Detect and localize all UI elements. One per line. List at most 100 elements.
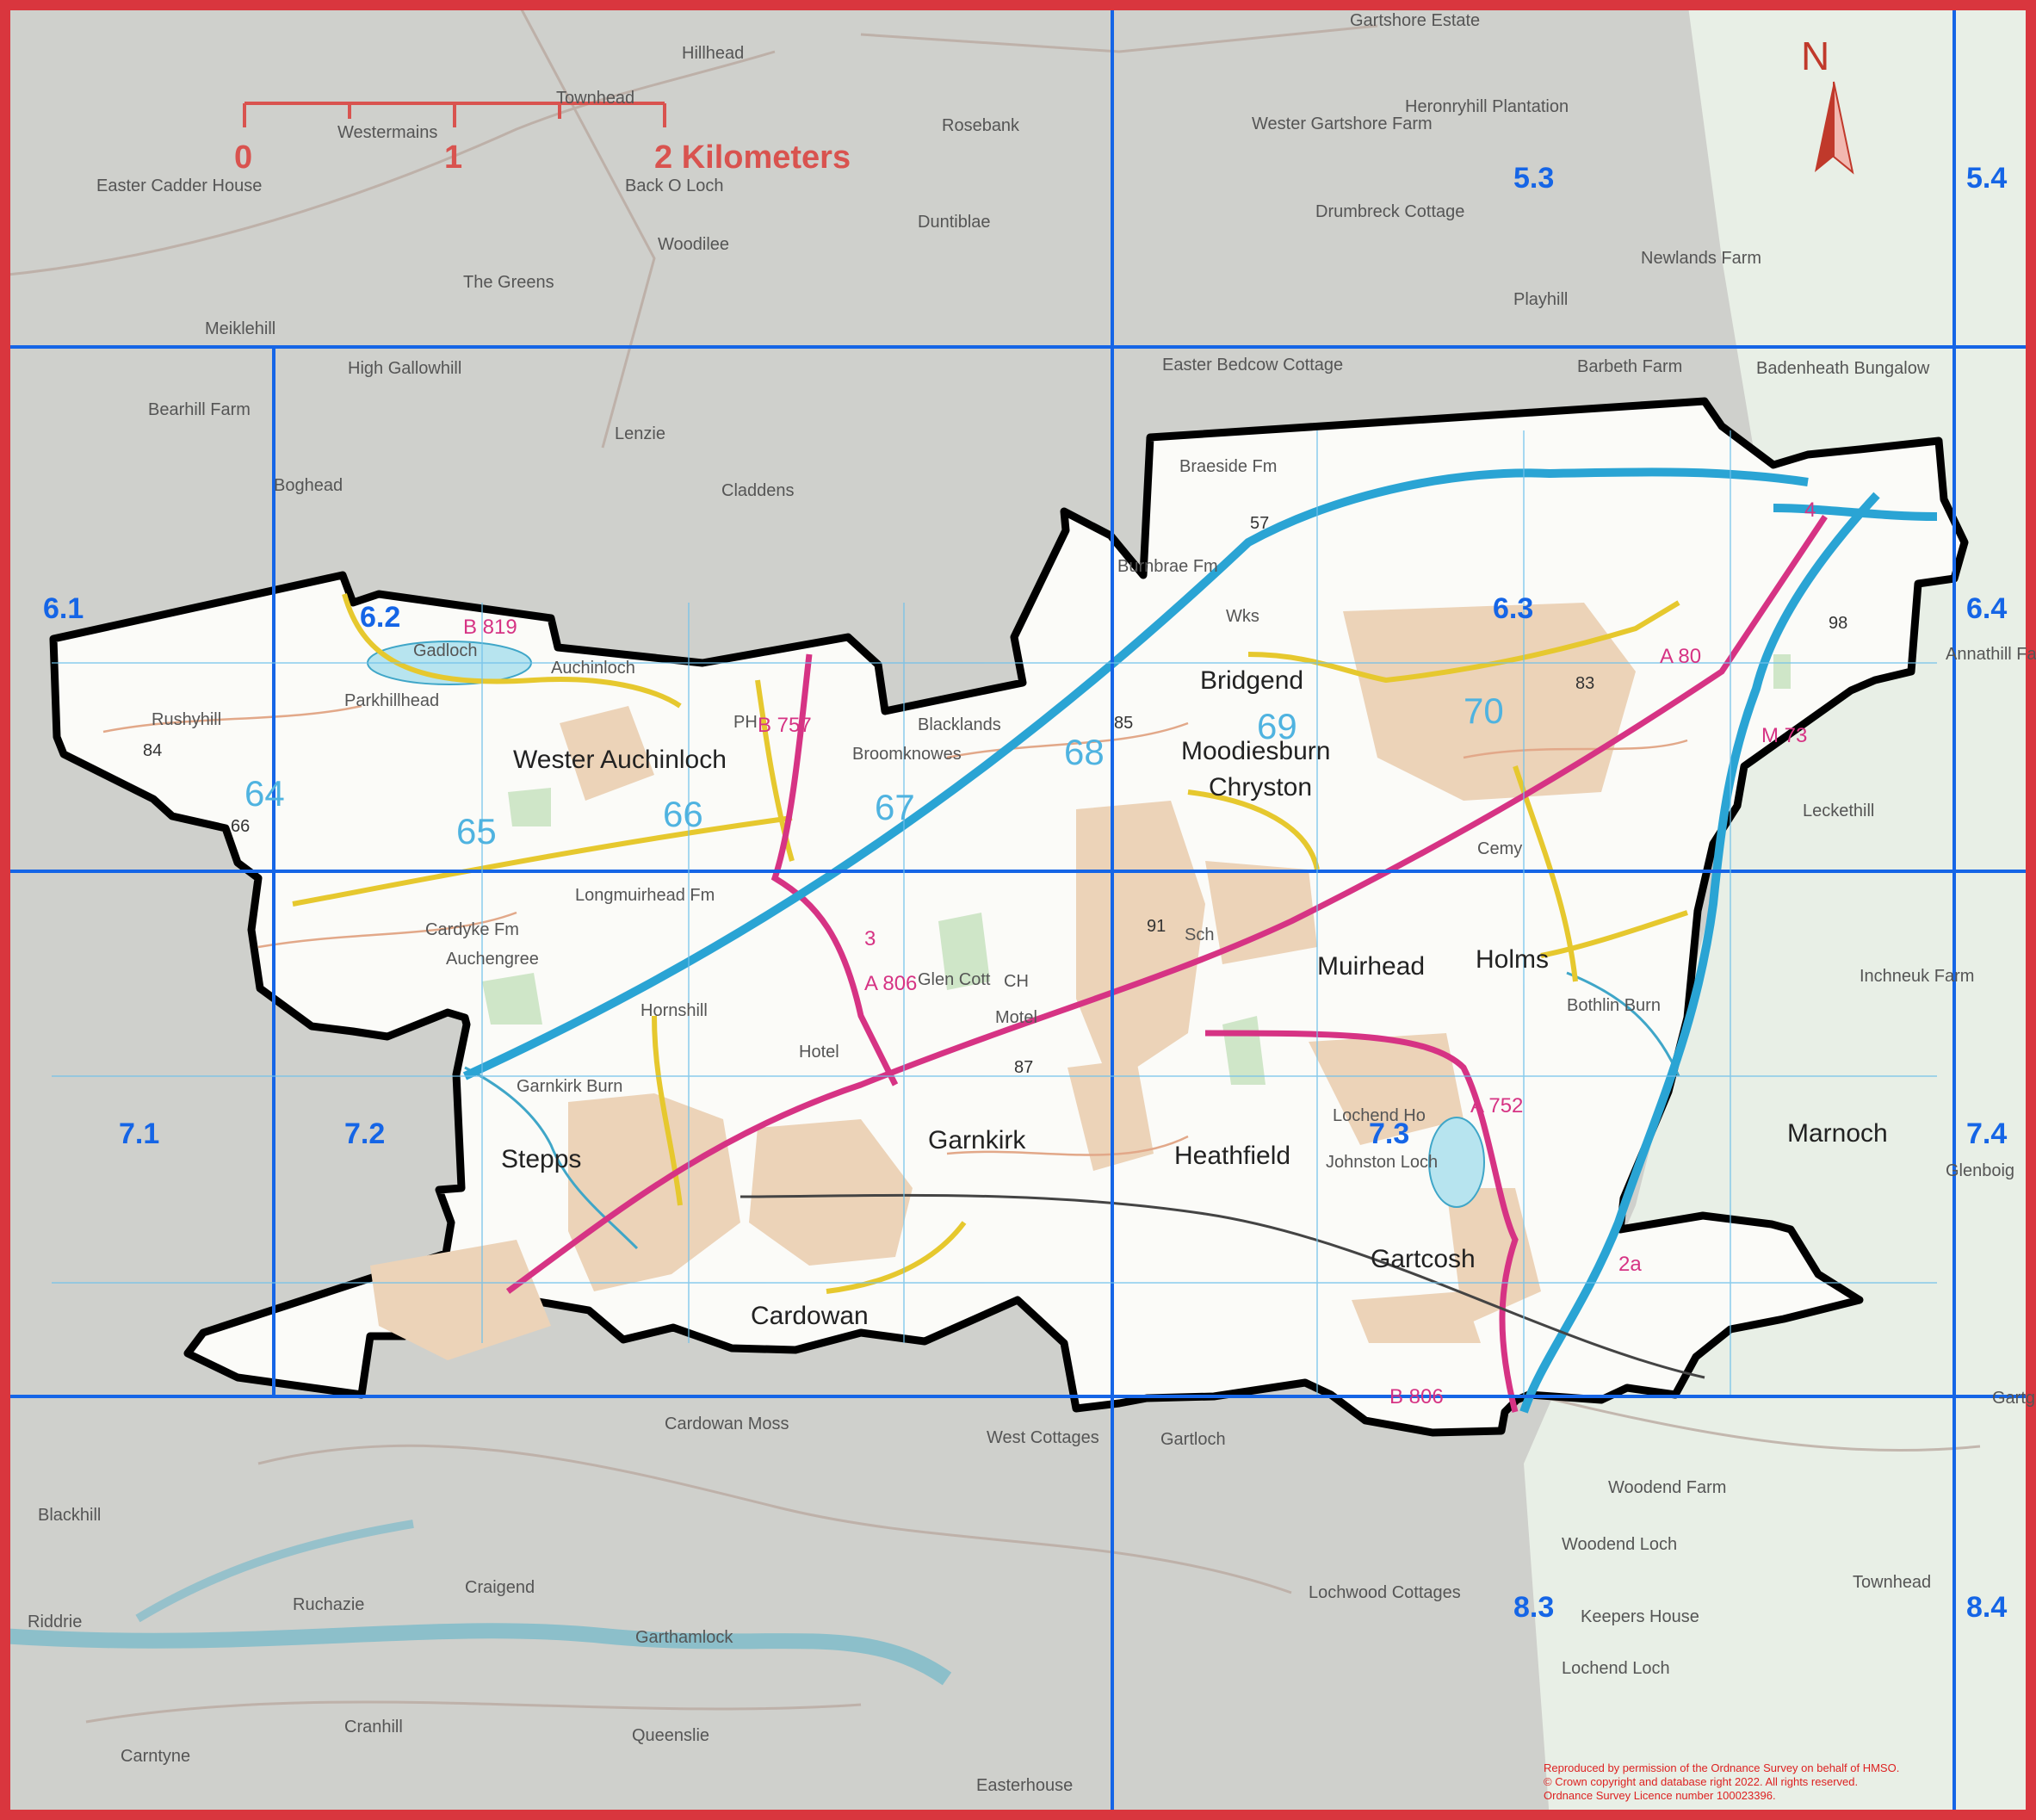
grid-label: 7.1 bbox=[119, 1117, 160, 1150]
minor-place-label: Inchneuk Farm bbox=[1860, 967, 1974, 986]
grid-label: 6.2 bbox=[360, 601, 401, 634]
minor-place-label: Broomknowes bbox=[852, 745, 962, 764]
minor-place-label: Burnbrae Fm bbox=[1117, 557, 1218, 576]
minor-place-label: Keepers House bbox=[1581, 1607, 1699, 1626]
grid-label: 8.3 bbox=[1513, 1591, 1555, 1624]
minor-place-label: Easter Cadder House bbox=[96, 176, 262, 195]
minor-place-label: Longmuirhead Fm bbox=[575, 886, 715, 905]
minor-place-label: Westermains bbox=[337, 123, 437, 142]
grid-label: 7.2 bbox=[344, 1117, 386, 1150]
major-place-label: Stepps bbox=[501, 1145, 581, 1173]
spot-height: 66 bbox=[231, 817, 250, 836]
road-label: 4 bbox=[1804, 498, 1816, 522]
minor-place-label: Easter Bedcow Cottage bbox=[1162, 356, 1343, 375]
minor-place-label: Hornshill bbox=[641, 1001, 708, 1020]
minor-place-label: Townhead bbox=[1853, 1573, 1931, 1592]
minor-place-label: Garthamlock bbox=[635, 1628, 733, 1647]
major-place-label: Moodiesburn bbox=[1181, 737, 1330, 765]
minor-place-label: Lenzie bbox=[615, 424, 665, 443]
minor-place-label: Heronryhill Plantation bbox=[1405, 97, 1569, 116]
minor-place-label: Boghead bbox=[274, 476, 343, 495]
minor-place-label: Lochend Ho bbox=[1333, 1106, 1426, 1125]
minor-place-label: Bearhill Farm bbox=[148, 400, 251, 419]
major-place-label: Bridgend bbox=[1200, 666, 1303, 695]
minor-place-label: Parkhillhead bbox=[344, 691, 439, 710]
minor-place-label: Playhill bbox=[1513, 290, 1568, 309]
road-label: 2a bbox=[1618, 1253, 1642, 1276]
minor-place-label: Glenboig bbox=[1946, 1161, 2014, 1180]
minor-place-label: Drumbreck Cottage bbox=[1315, 202, 1464, 221]
major-place-label: Garnkirk bbox=[928, 1126, 1026, 1155]
motorways bbox=[462, 467, 1938, 1414]
minor-place-label: Motel bbox=[995, 1008, 1037, 1027]
urban-areas bbox=[370, 603, 1636, 1360]
minor-place-label: Townhead bbox=[556, 89, 634, 108]
grid-label: 6.1 bbox=[43, 592, 84, 625]
scale-tick-2: 2 Kilometers bbox=[654, 139, 851, 176]
spot-height: 85 bbox=[1114, 714, 1133, 733]
road-label: M 73 bbox=[1761, 724, 1807, 747]
minor-place-label: The Greens bbox=[463, 273, 554, 292]
scale-tick-1: 1 bbox=[444, 139, 463, 176]
background-roads bbox=[0, 0, 1981, 1724]
copyright-notice: Reproduced by permission of the Ordnance… bbox=[1544, 1761, 1991, 1803]
minor-place-label: Leckethill bbox=[1803, 802, 1874, 820]
grid-label: 6.3 bbox=[1493, 592, 1534, 625]
minor-place-label: Barbeth Farm bbox=[1577, 357, 1682, 376]
minor-place-label: Woodend Loch bbox=[1562, 1535, 1677, 1554]
major-place-label: Wester Auchinloch bbox=[513, 746, 727, 774]
km-grid-number: 68 bbox=[1064, 732, 1105, 772]
copyright-line: Ordnance Survey Licence number 100023396… bbox=[1544, 1789, 1776, 1802]
minor-place-label: Woodend Farm bbox=[1608, 1478, 1726, 1497]
road-label: B 806 bbox=[1389, 1385, 1444, 1408]
grid-label: 5.3 bbox=[1513, 162, 1555, 195]
km-grid-number: 70 bbox=[1464, 690, 1504, 731]
railway-line bbox=[740, 1193, 1705, 1379]
minor-place-label: Rosebank bbox=[942, 116, 1020, 135]
grid-label: 8.4 bbox=[1966, 1591, 2008, 1624]
minor-place-label: Bothlin Burn bbox=[1567, 996, 1661, 1015]
minor-place-label: Lochend Loch bbox=[1562, 1659, 1670, 1678]
minor-place-label: Auchengree bbox=[446, 950, 539, 969]
minor-place-label: PH bbox=[733, 713, 758, 732]
spot-height: 91 bbox=[1147, 917, 1166, 936]
km-grid bbox=[52, 430, 1937, 1395]
minor-place-label: Queenslie bbox=[632, 1726, 709, 1745]
major-place-label: Muirhead bbox=[1317, 952, 1425, 981]
minor-place-label: Cemy bbox=[1477, 839, 1522, 858]
minor-place-label: Meiklehill bbox=[205, 319, 275, 338]
minor-place-label: Gartloch bbox=[1160, 1430, 1226, 1449]
minor-place-label: Blacklands bbox=[918, 715, 1001, 734]
km-grid-number: 69 bbox=[1257, 706, 1297, 746]
minor-place-label: Annathill Farm bbox=[1946, 645, 2036, 664]
minor-place-label: Cardyke Fm bbox=[425, 920, 519, 939]
minor-place-labels: HillheadWestermainsTownheadRosebankBack … bbox=[28, 11, 2036, 1795]
contours bbox=[102, 704, 1688, 1156]
minor-place-label: Sch bbox=[1185, 925, 1214, 944]
minor-place-label: Johnston Loch bbox=[1326, 1153, 1438, 1172]
spot-height: 98 bbox=[1829, 614, 1847, 633]
spot-height: 84 bbox=[143, 741, 162, 760]
north-arrow-icon bbox=[1815, 81, 1854, 175]
minor-place-label: Back O Loch bbox=[625, 176, 724, 195]
major-place-label: Heathfield bbox=[1174, 1142, 1290, 1170]
major-place-label: Gartcosh bbox=[1371, 1245, 1476, 1273]
minor-place-label: Carntyne bbox=[121, 1747, 190, 1766]
road-label: B 819 bbox=[463, 616, 517, 639]
a-roads bbox=[505, 515, 1828, 1413]
minor-place-label: Easterhouse bbox=[976, 1776, 1073, 1795]
major-place-labels: MuirheadSteppsMoodiesburnBridgendChrysto… bbox=[501, 666, 1888, 1330]
minor-place-label: Braeside Fm bbox=[1179, 457, 1277, 476]
minor-place-label: Riddrie bbox=[28, 1613, 82, 1631]
minor-place-label: Hillhead bbox=[682, 44, 744, 63]
minor-place-label: Garnkirk Burn bbox=[517, 1077, 622, 1096]
road-label: A 806 bbox=[864, 972, 917, 995]
minor-place-label: West Cottages bbox=[987, 1428, 1099, 1447]
grid-label: 5.4 bbox=[1966, 162, 2008, 195]
minor-place-label: CH bbox=[1004, 972, 1029, 991]
minor-place-label: Gartshore Estate bbox=[1350, 11, 1480, 30]
spot-height: 83 bbox=[1575, 674, 1594, 693]
